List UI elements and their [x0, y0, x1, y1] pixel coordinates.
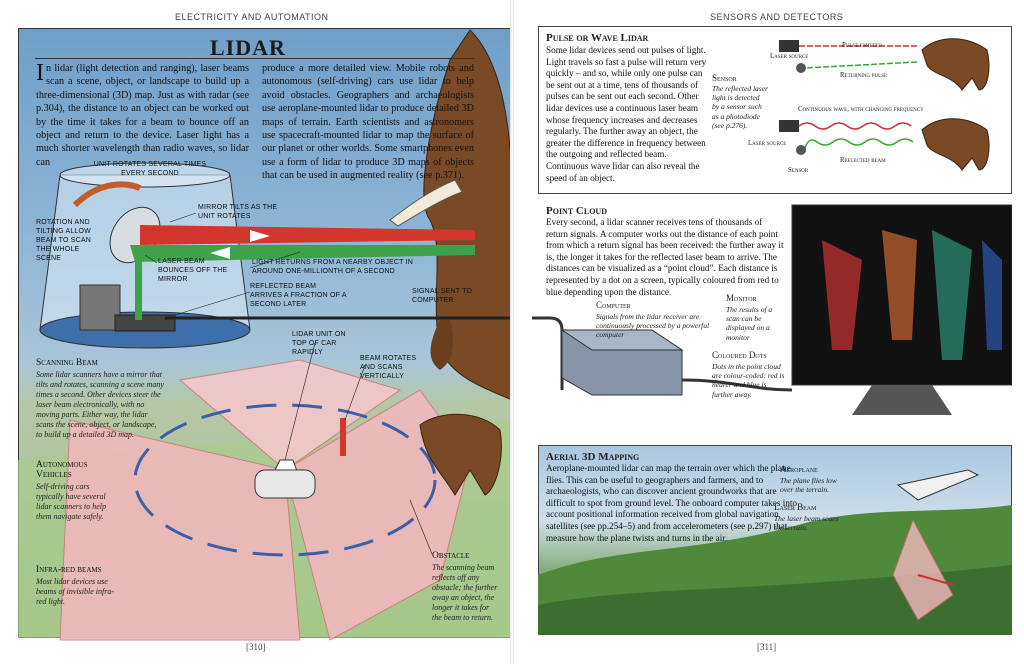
sensor-heading: Sensor [712, 73, 737, 83]
laser-beam-body: The laser beam scans the terrain. [774, 514, 839, 533]
aerial-title: Aerial 3D Mapping [546, 451, 640, 463]
aeroplane-heading: Aeroplane [780, 464, 818, 474]
mammoth-1 [921, 38, 990, 91]
pulse-body: Some lidar devices send out pulses of li… [546, 45, 707, 183]
laser-beam-heading: Laser Beam [774, 502, 817, 512]
reflected-beam-label: Reflected beam [840, 157, 886, 164]
callout-rotation-tilting: Rotation and tilting allow beam to scan … [36, 219, 92, 262]
aeroplane [896, 469, 980, 501]
point-cloud-dots [822, 230, 1002, 360]
pulse-title: Pulse or Wave Lidar [546, 32, 649, 44]
returning-laser-beam [130, 245, 475, 262]
laser-source-1 [779, 40, 799, 52]
monitor-heading: Monitor [726, 293, 757, 303]
autonomous-body: Self-driving cars typically have several… [36, 482, 106, 521]
infra-red-heading: Infra-red beams [36, 565, 102, 575]
intro-column-2: produce a more detailed view. Mobile rob… [262, 63, 474, 182]
sensor-box [79, 284, 121, 331]
book-gutter [510, 0, 514, 664]
lidar-illustration [18, 29, 512, 641]
callout-laser-bounces: Laser beam bounces off the mirror [158, 258, 228, 283]
circuit-board [114, 314, 176, 332]
left-page: ELECTRICITY AND AUTOMATION [18, 12, 512, 652]
drop-cap: I [36, 60, 44, 86]
pulse-emitted-label: Pulse emitted [842, 42, 882, 49]
continuous-wave-label: Continuous wave, with changing frequency [798, 106, 924, 113]
callout-unit-rotates: Unit rotates several times every second [93, 161, 207, 177]
scanning-beam-heading: Scanning Beam [36, 358, 98, 368]
right-page: SENSORS AND DETECTORS Pulse or Wave Lida… [512, 0, 1024, 664]
monitor-stand [852, 385, 952, 415]
returning-pulse-label: Returning pulse [840, 72, 888, 79]
point-cloud-title: Point Cloud [546, 205, 607, 217]
monitor-body: The results of a scan can be displayed o… [726, 305, 773, 342]
outgoing-laser-beam [140, 225, 475, 245]
page-number-left: [310] [246, 642, 266, 652]
coloured-dots-heading: Coloured Dots [712, 350, 767, 360]
rotation-arrow [133, 403, 437, 557]
point-cloud-body: Every second, a lidar scanner receives t… [546, 217, 784, 297]
aeroplane-body: The plane flies low over the terrain. [780, 476, 837, 495]
callout-reflected-arrives: Reflected beam arrives a fraction of a s… [250, 283, 347, 308]
autonomous-car [254, 469, 316, 499]
computer-body: Signals from the lidar receiver are cont… [596, 312, 710, 340]
pulse-diagram [779, 38, 990, 171]
obstacle-heading: Obstacle [432, 551, 470, 561]
page-number-right: [311] [757, 642, 777, 652]
vertical-beam [340, 418, 346, 456]
title-rule [35, 58, 475, 59]
mammoth-2 [921, 118, 990, 171]
laser-source-2-label: Laser source [748, 140, 787, 147]
callout-beam-rotates: Beam rotates and scans vertically [360, 355, 417, 380]
sensor-2-label: Sensor [788, 167, 809, 174]
scanning-beam-body: Some lidar scanners have a mirror that t… [36, 370, 164, 439]
autonomous-heading: Autonomous Vehicles [36, 460, 88, 480]
point-cloud-diagram [532, 204, 1012, 415]
coloured-dots-body: Dots in the point cloud are colour-coded… [712, 362, 785, 399]
laser-source-2 [779, 120, 799, 132]
computer-heading: Computer [596, 300, 631, 310]
obstacle-body: The scanning beam reflects off any obsta… [432, 563, 498, 622]
mammoth-obstacle [419, 413, 502, 496]
sensor-1 [796, 63, 806, 73]
running-head-left: ELECTRICITY AND AUTOMATION [175, 12, 329, 22]
sensor-2 [796, 145, 806, 155]
callout-signal-sent: Signal sent to computer [412, 288, 473, 304]
laser-source-label: Laser source [770, 53, 809, 60]
page-title: LIDAR [210, 35, 286, 60]
infra-red-body: Most lidar devices use beams of invisibl… [36, 577, 114, 606]
sensor-body: The reflected laser light is detected by… [712, 84, 768, 130]
aerial-diagram [538, 469, 1012, 635]
callout-lidar-unit: Lidar unit on top of car rapidly [292, 331, 346, 356]
running-head-right: SENSORS AND DETECTORS [710, 12, 844, 22]
callout-mirror-tilts: Mirror tilts as the unit rotates [198, 204, 278, 220]
aerial-body: Aeroplane-mounted lidar can map the terr… [546, 463, 797, 543]
mammoth-tusk [389, 179, 463, 227]
mammoth-trunk [430, 320, 453, 370]
